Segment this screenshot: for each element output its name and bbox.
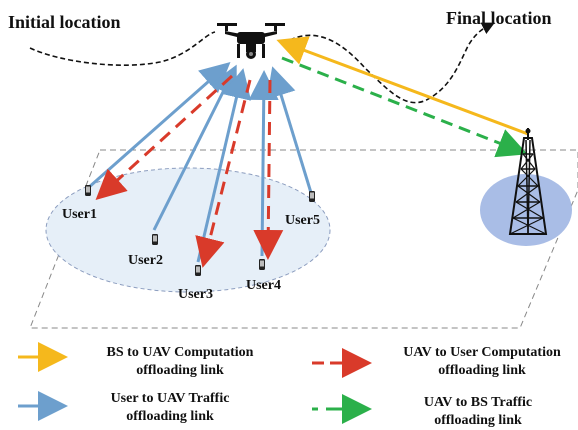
drone-icon [217,23,285,59]
legend-label: BS to UAV Computation [107,345,254,360]
initial-location-label: Initial location [8,12,121,32]
uav-trajectory-continuation [289,22,495,104]
phone-icon [309,191,315,202]
user-label: User1 [62,207,97,222]
legend-label: offloading link [126,409,214,424]
legend-label: User to UAV Traffic [111,391,230,406]
user3-to-uav-link [196,68,252,263]
user2-to-uav-link [152,64,237,231]
uav-to-user1-link [95,74,234,201]
user5-to-uav-link [266,66,314,197]
phone-icon [152,234,158,245]
legend-label: offloading link [136,363,224,378]
final-location-label: Final location [446,8,552,28]
legend-label: offloading link [438,363,526,378]
legend-label: UAV to User Computation [403,345,561,360]
bs-to-uav-link [276,36,529,136]
phone-icon [195,265,201,276]
user-label: User4 [246,278,281,293]
user-label: User2 [128,253,163,268]
user4-to-uav-link [248,70,279,257]
legend-label: offloading link [434,413,522,428]
user-label: User3 [178,287,213,302]
uav-to-bs-link [281,56,528,158]
phone-icon [85,185,91,196]
legend-label: UAV to BS Traffic [424,395,532,410]
ground-plane [29,149,578,329]
uav-to-user4-link [253,79,284,260]
legend: BS to UAV Computation offloading link Us… [18,342,561,428]
uav-trajectory [29,31,216,66]
uav-to-user3-link [195,79,252,268]
user1-to-uav-link [87,62,231,190]
cell-tower-icon [508,128,548,235]
phone-icon [259,259,265,270]
user-label: User5 [285,213,320,228]
